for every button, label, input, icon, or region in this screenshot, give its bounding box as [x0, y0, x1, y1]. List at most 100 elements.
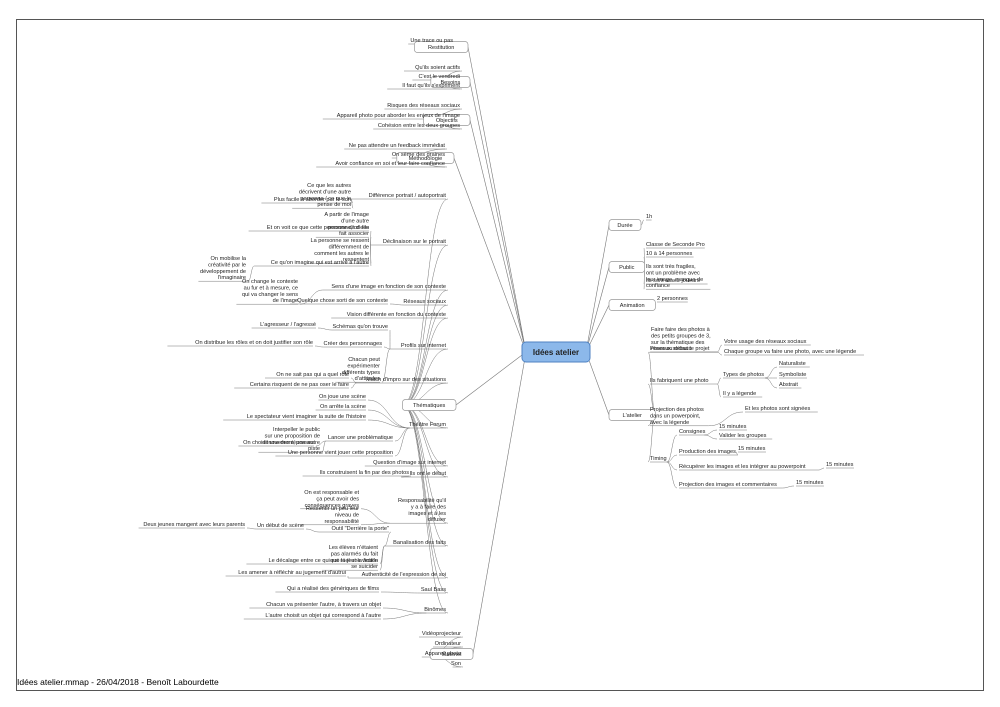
topic-connector	[382, 607, 427, 614]
topic-connector	[367, 409, 410, 429]
topic-production-des-images: Production des images	[679, 449, 736, 455]
topic-connector	[717, 351, 723, 356]
branch-connector	[469, 81, 527, 353]
topic-l-agresseur-l-agresse: L'agresseur / l'agressé	[260, 322, 316, 328]
topic-connector	[382, 612, 427, 620]
topic-chaque-groupe-va-faire-une-photo-avec-un: Chaque groupe va faire une photo, avec u…	[724, 349, 856, 355]
topic-authenticite-de-l-expression-de-soi: Authenticité de l'expression de soi	[362, 572, 446, 578]
branch-methodologie-box[interactable]	[396, 152, 455, 164]
topic-15-minutes: 15 minutes	[826, 462, 854, 468]
branch-connector	[469, 119, 527, 353]
branch-besoins-box[interactable]	[430, 76, 471, 88]
topic-appareil-photo: Appareil photo	[425, 651, 461, 657]
topic-connector	[401, 475, 412, 478]
topic-connector	[666, 434, 678, 463]
topic-recuperer-les-images-et-les-integrer-au-: Récupérer les images et les intégrer au …	[679, 464, 806, 470]
topic-il-faut-qu-ils-s-expriment: Il faut qu'ils s'expriment	[402, 83, 460, 89]
topic-profils-sur-internet: Profils sur internet	[401, 343, 447, 349]
topic-2-personnes: 2 personnes	[657, 296, 688, 302]
branch-public-box[interactable]	[608, 261, 645, 273]
topic-connector	[716, 383, 722, 398]
topic-15-minutes: 15 minutes	[738, 446, 766, 452]
topic-connector	[315, 440, 326, 447]
topic-connector	[246, 527, 257, 530]
central-topic[interactable]: Idées atelier	[521, 341, 591, 363]
branch-besoins: Besoins	[440, 80, 460, 86]
topic-connector	[321, 440, 327, 453]
topic-abstrait: Abstrait	[779, 382, 798, 388]
topic-il-y-a-legende: Il y a légende	[723, 391, 756, 397]
topic-reseaux-sociaux: Réseaux sociaux	[403, 299, 446, 305]
branch-connector	[585, 224, 610, 353]
topic-connector	[735, 451, 738, 456]
topic-son: Son	[451, 661, 461, 667]
topic-connector	[717, 377, 722, 385]
topic-et-les-photos-sont-signees: Et les photos sont signées	[745, 406, 811, 412]
branch-objectifs-box[interactable]	[423, 114, 471, 126]
topic-connector	[402, 404, 449, 467]
topic-connector	[380, 591, 421, 594]
branch-l-atelier-box[interactable]	[608, 409, 656, 421]
topic-l-autre-choisit-un-objet-qui-correspond-: L'autre choisit un objet qui correspond …	[265, 613, 381, 619]
topic-connector	[384, 531, 392, 547]
topic-qu-ils-soient-actifs: Qu'ils soient actifs	[415, 65, 460, 71]
topic-une-personne-vient-jouer-cette-propositi: Une personne vient jouer cette propositi…	[288, 450, 393, 456]
topic-connector	[704, 429, 718, 436]
central-topic-label: Idées atelier	[533, 348, 579, 357]
topic-ils-fabriquent-une-photo: Ils fabriquent une photo	[650, 378, 708, 384]
topic-schemas-qu-on-trouve: Schémas qu'on trouve	[333, 324, 388, 330]
topic-lancer-une-problematique: Lancer une problématique	[328, 435, 393, 441]
topic-connector	[379, 545, 385, 571]
topic-saul-bass: Saul Bass	[421, 587, 446, 593]
topic-connector	[383, 346, 391, 350]
topic-connector	[717, 344, 723, 353]
topic-banalisation-des-faits: Banalisation des faits	[393, 540, 446, 546]
topic-question-d-image-sur-internet: Question d'image sur internet	[373, 460, 446, 466]
topic-certains-risquent-de-ne-pas-oser-le-fair: Certains risquent de ne pas oser le fair…	[250, 382, 349, 388]
topic-ils-ont-le-debut: Ils ont le début	[410, 471, 447, 477]
topic-le-spectateur-vient-imaginer-la-suite-de: Le spectateur vient imaginer la suite de…	[247, 414, 366, 420]
topic-theatre-forum: Théâtre Forum	[409, 422, 446, 428]
topic-connector	[402, 304, 449, 406]
branch-restitution-box[interactable]	[414, 41, 469, 53]
topic-plus-facile-a-aborder-par-le-son: Plus facile à aborder par le son	[274, 197, 351, 203]
topic-15-minutes: 15 minutes	[719, 424, 747, 430]
topic-connector	[367, 419, 410, 429]
branch-duree-box[interactable]	[608, 219, 642, 231]
topic-connector	[389, 303, 405, 306]
topic-connector	[402, 404, 449, 547]
topic-les-amener-a-reflechir-au-jugement-d-aut: Les amener à réfléchir au jugement d'aut…	[238, 570, 346, 576]
topic-ils-construisent-la-fin-par-des-photos: Ils construisent la fin par des photos	[320, 470, 409, 476]
topic-le-decalage-entre-ce-qui-est-reel-et-la-: Le décalage entre ce qui est réel et la …	[269, 558, 378, 564]
topic-types-de-photos: Types de photos	[723, 372, 764, 378]
topic-declinaison-sur-le-portrait: Déclinaison sur le portrait	[383, 239, 447, 245]
topic-creer-des-personnages: Créer des personnages	[324, 341, 383, 347]
branch-methodologie: Méthodologie	[409, 156, 443, 162]
branch-animation: Animation	[620, 303, 645, 309]
topic-connector	[640, 219, 645, 226]
topic-connector	[402, 198, 449, 406]
branch-connector	[585, 351, 610, 416]
topic-connector	[666, 461, 678, 489]
topic-connector	[402, 404, 449, 594]
topic-1h: 1h	[646, 214, 652, 220]
branch-thematiques-box[interactable]	[402, 399, 457, 411]
topic-outil-derriere-la-porte: Outil "Derrière la porte"	[332, 526, 389, 532]
branch-connector	[455, 351, 527, 406]
topic-risques-des-reseaux-sociaux: Risques des réseaux sociaux	[387, 103, 460, 109]
topic-connector	[818, 467, 825, 471]
topic-connector	[402, 404, 449, 579]
topic-valider-les-groupes: Valider les groupes	[719, 433, 767, 439]
branch-materiel-box[interactable]	[429, 648, 474, 660]
topic-connector	[360, 508, 391, 524]
branch-animation-box[interactable]	[608, 299, 656, 311]
topic-qui-a-realise-des-generiques-de-films: Qui a réalisé des génériques de films	[287, 586, 379, 592]
